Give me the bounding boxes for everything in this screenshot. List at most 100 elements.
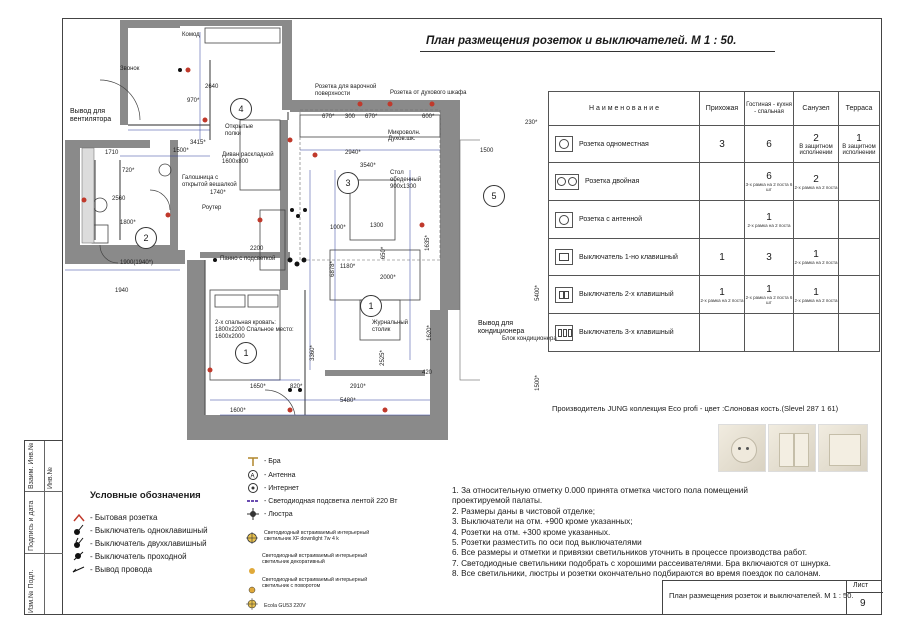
sheet-frame — [62, 18, 882, 615]
side-label-podpis: Подпись и дата — [28, 500, 35, 551]
label-zvonok: Звонок — [120, 66, 140, 72]
single-socket-icon — [555, 136, 573, 152]
label-komod: Комод — [182, 32, 200, 38]
spec-header-hall: Прихожая — [699, 91, 745, 126]
switch-single-photo — [818, 424, 868, 472]
antenna-icon: A — [246, 469, 260, 481]
terrace-outline — [459, 139, 521, 381]
dim-label: 2525* — [379, 350, 386, 366]
dim-label: 1500 — [480, 148, 494, 154]
legend-item-bra: - Бра — [246, 455, 281, 467]
manufacturer-note: Производитель JUNG коллекция Eco profi -… — [552, 404, 839, 413]
switch-double-icon — [72, 537, 86, 549]
label-galoshnica: Галошница с открытой вешалкой — [182, 175, 237, 188]
dim-label: 720* — [122, 168, 135, 174]
dim-label: 1620* — [426, 325, 433, 341]
antenna-socket-icon — [555, 211, 573, 228]
legend-item-internet: - Интернет — [246, 482, 299, 494]
chandelier-icon — [246, 508, 260, 520]
spec-cell-name: Выключатель 1-но клавишный — [548, 238, 700, 276]
side-label-vzaim: Взаим. Инв.№ — [28, 442, 35, 489]
label-krovat: 2-х спальная кровать: 1800х2200 Спальное… — [215, 320, 294, 340]
dim-label: 3540* — [360, 163, 376, 169]
spec-cell-name: Выключатель 2-х клавишный — [548, 275, 700, 314]
label-vent: Вывод для вентилятора — [70, 108, 112, 123]
legend-item-rotating: Светодиодный встраиваемый интерьерный св… — [262, 577, 368, 590]
side-strip-divider — [44, 441, 45, 614]
legend-item-wire: - Вывод провода — [72, 563, 152, 575]
spec-cell — [838, 200, 880, 239]
switch-single-icon — [72, 524, 86, 536]
dim-label: 3360* — [309, 345, 316, 361]
dim-label: 650* — [381, 246, 388, 260]
note-line: 2. Размеры даны в чистовой отделке; — [452, 506, 596, 516]
spec-header-living: Гостиная - кухня - спальная — [744, 91, 794, 126]
note-line: 1. За относительную отметку 0.000 принят… — [452, 486, 748, 495]
dim-label: 820* — [290, 384, 303, 390]
internet-icon — [246, 482, 260, 494]
spec-cell: 6 — [744, 125, 794, 163]
spec-header-row: Н а и м е н о в а н и е Прихожая Гостина… — [548, 91, 880, 126]
legend-item-antenna: A - Антенна — [246, 469, 295, 481]
switch-double-photo — [768, 424, 816, 472]
socket-markers — [81, 67, 435, 413]
switch-3-icon — [555, 324, 573, 341]
note-line: 8. Все светильники, люстры и розетки око… — [452, 569, 821, 579]
note-line: 6. Все размеры и отметки и привязки свет… — [452, 548, 808, 558]
label-panno: Панно с подсветкой — [220, 256, 276, 262]
label-mikro: Микроволн. Духов.шк. — [388, 130, 421, 142]
spec-cell — [793, 313, 839, 352]
dim-label: 1180* — [340, 264, 356, 270]
dim-label: 2940* — [345, 150, 361, 156]
dim-label: 670* — [322, 114, 335, 120]
dim-label: 3415* — [190, 140, 206, 146]
dim-label: 2200 — [250, 246, 264, 252]
decorative-light-icon — [248, 562, 256, 580]
dim-label: 2640 — [205, 84, 219, 90]
label-blok: Блок кондиционера — [502, 336, 557, 342]
dim-label: 1500* — [173, 148, 189, 154]
room-number-3: 3 — [337, 172, 359, 194]
dim-label: 2000* — [380, 275, 396, 281]
floor-plan: 4 2 3 1 1 5 Комод Звонок Вывод для венти… — [60, 20, 557, 445]
label-polki: Открытые полки — [225, 124, 254, 137]
title-underline — [420, 51, 775, 52]
room-number-4: 4 — [230, 98, 252, 120]
label-varochn: Розетка для варочной поверхности — [315, 84, 377, 97]
dim-label: 6878* — [329, 261, 336, 277]
sconce-icon — [246, 455, 260, 467]
room-number-1: 1 — [235, 342, 257, 364]
plan-doors — [99, 79, 296, 416]
dim-label: 5480* — [340, 398, 356, 404]
led-strip-icon — [246, 495, 260, 507]
label-stol: Стол обеденный 900х1300 — [390, 170, 422, 190]
spec-cell: 3 — [744, 238, 794, 276]
dim-label: 1710 — [105, 150, 119, 156]
room-number-2: 2 — [135, 227, 157, 249]
spec-cell: 3 — [699, 125, 745, 163]
title-block-name: План размещения розеток и выключателей. … — [669, 591, 854, 600]
legend-item-chandelier: - Люстра — [246, 508, 293, 520]
dim-label: 970* — [187, 98, 200, 104]
spec-cell — [838, 238, 880, 276]
switch-2-icon — [555, 286, 573, 303]
spec-cell — [699, 313, 745, 352]
spec-cell-name: Выключатель 3-х клавишный — [548, 313, 700, 352]
spec-cell — [838, 162, 880, 201]
switch-1-icon — [555, 249, 573, 265]
legend-item-switch-2: - Выключатель двухклавишный — [72, 537, 207, 549]
label-duhovka: Розетка от духового шкафа — [390, 90, 467, 96]
note-line: 3. Выключатели на отм. +900 кроме указан… — [452, 517, 633, 527]
spec-table: Н а и м е н о в а н и е Прихожая Гостина… — [548, 91, 880, 352]
dim-label: 1300 — [370, 223, 384, 229]
legend-item-downlight: Светодиодный встраиваемый интерьерный св… — [264, 530, 370, 543]
